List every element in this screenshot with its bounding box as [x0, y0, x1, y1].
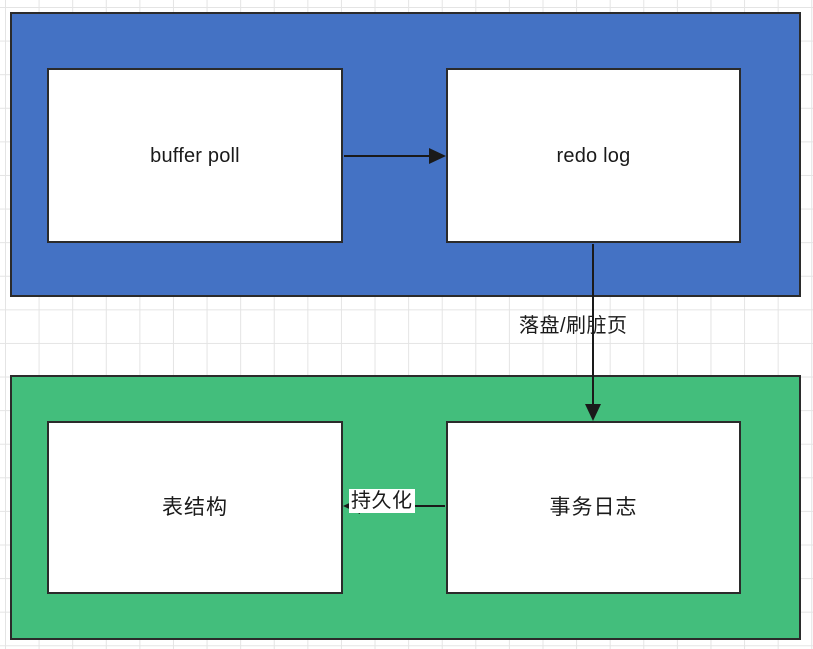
node-buffer-poll-label: buffer poll [150, 144, 240, 167]
node-buffer-poll[interactable]: buffer poll [47, 68, 343, 243]
node-table-structure-label: 表结构 [162, 496, 228, 519]
edge-label-persistence: 持久化 [349, 489, 415, 513]
edge-label-flush-to-disk: 落盘/刷脏页 [519, 315, 628, 337]
node-table-structure[interactable]: 表结构 [47, 421, 343, 594]
node-transaction-log[interactable]: 事务日志 [446, 421, 741, 594]
node-redo-log[interactable]: redo log [446, 68, 741, 243]
node-redo-log-label: redo log [556, 144, 631, 167]
node-transaction-log-label: 事务日志 [549, 496, 638, 519]
